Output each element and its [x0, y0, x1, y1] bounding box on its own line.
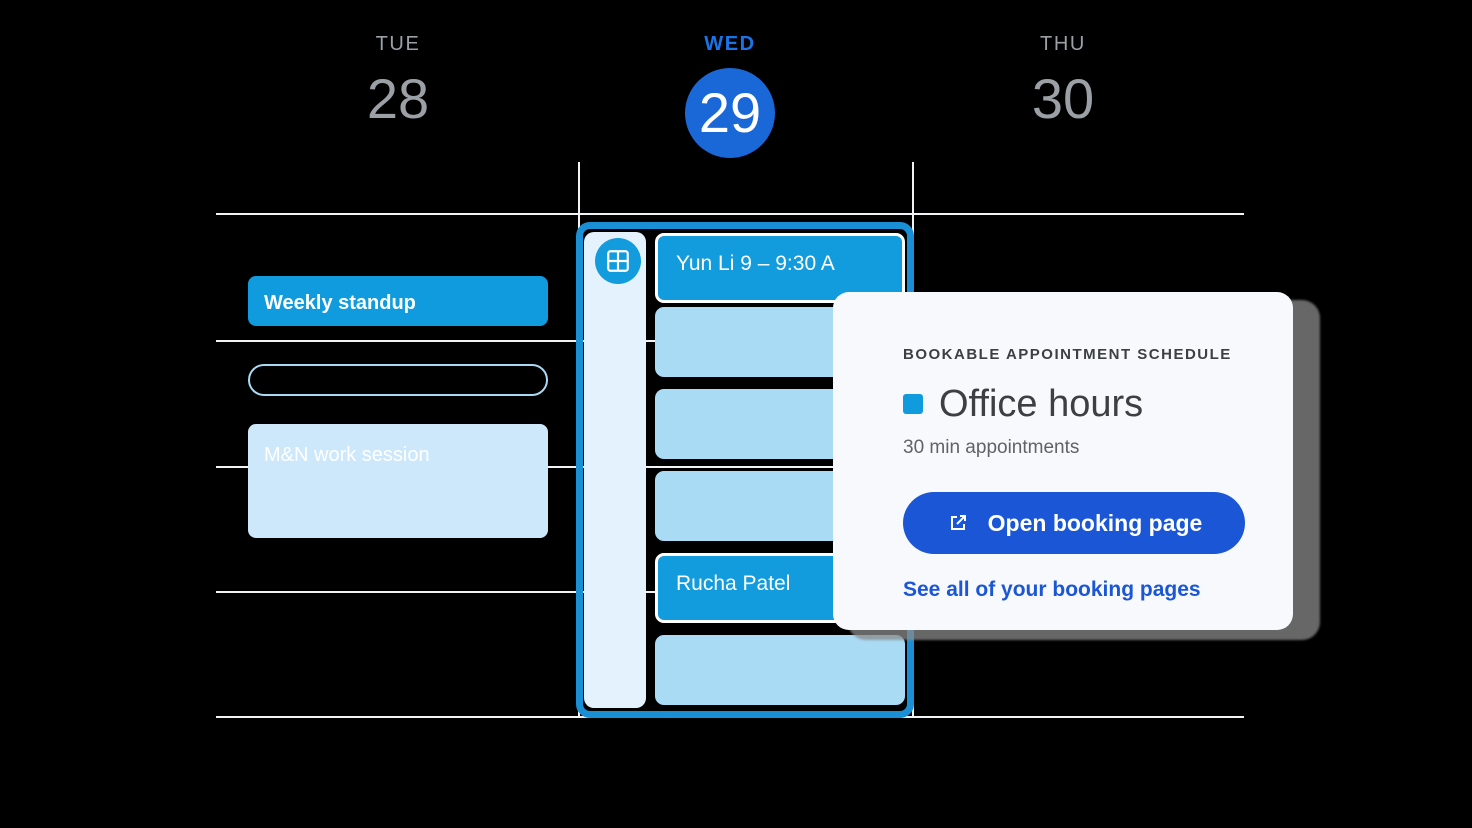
day-of-week-label: WED — [704, 33, 756, 55]
calendar-color-chip — [903, 394, 923, 414]
open-in-new-icon — [946, 511, 970, 535]
card-eyebrow-label: BOOKABLE APPOINTMENT SCHEDULE — [903, 346, 1232, 363]
open-booking-page-button[interactable]: Open booking page — [903, 492, 1245, 554]
day-number-label: 28 — [366, 67, 430, 130]
appointment-slot-open[interactable] — [655, 635, 905, 705]
appointment-slot-booked[interactable]: Yun Li 9 – 9:30 A — [655, 233, 905, 303]
time-gridline — [216, 466, 1244, 468]
see-all-booking-pages-link[interactable]: See all of your booking pages — [903, 578, 1201, 601]
day-header-tue[interactable]: TUE 28 — [288, 32, 508, 130]
slot-label: Rucha Patel — [676, 572, 791, 595]
day-of-week-label: TUE — [375, 33, 421, 55]
day-header-wed[interactable]: WED 29 — [620, 32, 840, 158]
slot-label: Yun Li 9 – 9:30 A — [676, 252, 835, 275]
grid-schedule-icon[interactable] — [595, 238, 641, 284]
card-title-row: Office hours — [903, 382, 1293, 426]
day-header-thu[interactable]: THU 30 — [953, 32, 1173, 130]
calendar-event-mn-work-session[interactable]: M&N work session — [248, 424, 548, 538]
event-title: M&N work session — [264, 444, 430, 466]
calendar-event-weekly-standup[interactable]: Weekly standup — [248, 276, 548, 326]
event-title: Weekly standup — [264, 292, 416, 314]
bookable-appointment-popup-card: BOOKABLE APPOINTMENT SCHEDULE Office hou… — [833, 292, 1293, 630]
today-pill[interactable]: 29 — [685, 68, 775, 158]
card-title: Office hours — [939, 383, 1144, 425]
card-subtitle: 30 min appointments — [903, 437, 1080, 458]
day-of-week-label: THU — [1040, 33, 1086, 55]
day-number-label: 29 — [698, 81, 762, 144]
appointment-schedule-strip[interactable] — [584, 232, 646, 708]
open-booking-page-label: Open booking page — [987, 509, 1203, 536]
time-gridline — [216, 213, 1244, 215]
day-number-label: 30 — [1031, 67, 1095, 130]
calendar-event-outlined[interactable] — [248, 364, 548, 396]
